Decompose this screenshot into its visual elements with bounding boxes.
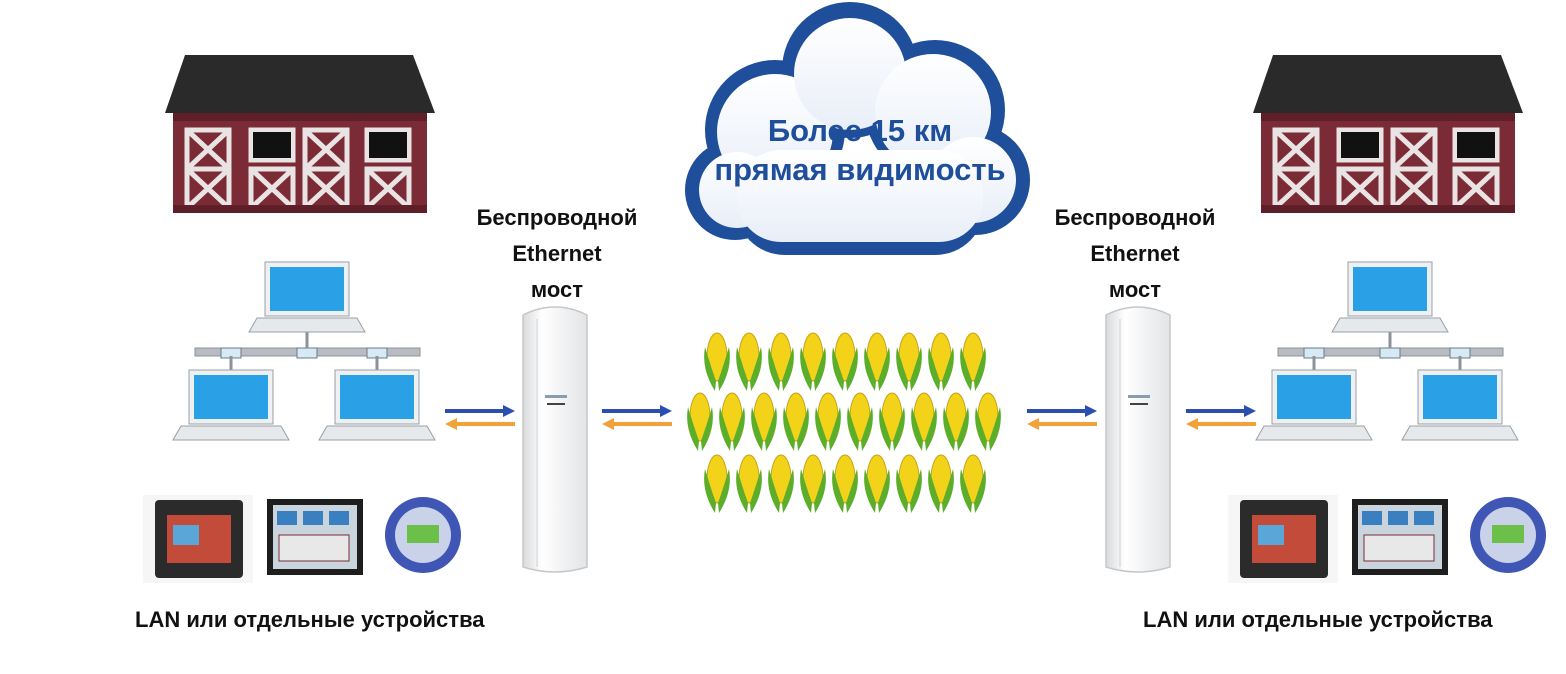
arrows-icon-3: [1027, 405, 1097, 429]
corn-cob-icon: [704, 455, 730, 513]
corn-cob-icon: [687, 393, 713, 451]
corn-cob-icon: [911, 393, 937, 451]
corn-cob-icon: [896, 455, 922, 513]
bridge-label-right-line1: Беспроводной: [1025, 200, 1245, 236]
bridge-label-left: Беспроводной Ethernet мост: [447, 200, 667, 308]
corn-cob-icon: [879, 393, 905, 451]
corn-cob-icon: [864, 333, 890, 391]
bridge-label-right-line2: Ethernet: [1025, 236, 1245, 272]
corn-cob-icon: [960, 455, 986, 513]
lan-network-icon-left: [185, 262, 430, 447]
corn-cob-icon: [800, 333, 826, 391]
corn-cob-icon: [943, 393, 969, 451]
corn-cob-icon: [896, 333, 922, 391]
bridge-device-icon-left: [515, 305, 595, 575]
devices-icon-right: [1228, 495, 1558, 585]
arrows-icon-4: [1186, 405, 1256, 429]
corn-cob-icon: [928, 333, 954, 391]
corn-cob-icon: [719, 393, 745, 451]
arrows-icon-1: [445, 405, 515, 429]
corn-cob-icon: [768, 455, 794, 513]
corn-cob-icon: [736, 333, 762, 391]
bridge-label-left-line3: мост: [447, 272, 667, 308]
corn-field-icon: [683, 325, 1013, 525]
corn-cob-icon: [864, 455, 890, 513]
corn-cob-icon: [768, 333, 794, 391]
lan-label-left: LAN или отдельные устройства: [135, 607, 485, 633]
cloud-title-line1: Более 15 км: [690, 113, 1030, 149]
bridge-label-right-line3: мост: [1025, 272, 1245, 308]
corn-cob-icon: [751, 393, 777, 451]
corn-cob-icon: [783, 393, 809, 451]
bridge-device-icon-right: [1098, 305, 1178, 575]
corn-cob-icon: [847, 393, 873, 451]
corn-cob-icon: [815, 393, 841, 451]
corn-cob-icon: [960, 333, 986, 391]
lan-network-icon-right: [1268, 262, 1513, 447]
corn-cob-icon: [736, 455, 762, 513]
devices-icon-left: [143, 495, 473, 585]
bridge-label-right: Беспроводной Ethernet мост: [1025, 200, 1245, 308]
barn-icon-left: [165, 55, 435, 215]
cloud-title-line2: прямая видимость: [690, 152, 1030, 188]
corn-cob-icon: [975, 393, 1001, 451]
bridge-label-left-line1: Беспроводной: [447, 200, 667, 236]
lan-label-right: LAN или отдельные устройства: [1143, 607, 1493, 633]
corn-cob-icon: [832, 333, 858, 391]
arrows-icon-2: [602, 405, 672, 429]
corn-cob-icon: [800, 455, 826, 513]
corn-cob-icon: [704, 333, 730, 391]
barn-icon-right: [1253, 55, 1523, 215]
corn-cob-icon: [832, 455, 858, 513]
bridge-label-left-line2: Ethernet: [447, 236, 667, 272]
corn-cob-icon: [928, 455, 954, 513]
